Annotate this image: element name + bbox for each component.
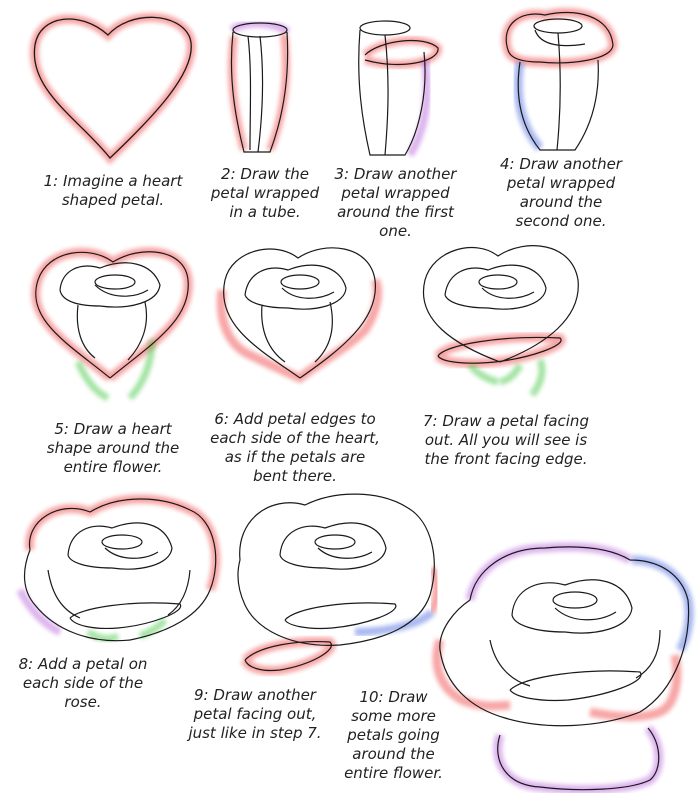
- step-8-drawing: [20, 499, 216, 641]
- step-caption-line: 9: Draw another: [180, 686, 330, 705]
- heart-petal-outline: [34, 17, 191, 158]
- step-10-drawing: [437, 547, 689, 790]
- step-caption-line: each side of the heart,: [200, 429, 390, 448]
- step-caption-line: 6: Add petal edges to: [200, 410, 390, 429]
- step-caption-line: 2: Draw the: [210, 165, 320, 184]
- step-9-drawing: [238, 494, 437, 670]
- step-2-drawing: [231, 23, 288, 152]
- step-caption-line: some more: [336, 707, 451, 726]
- step-caption-line: the front facing edge.: [406, 450, 606, 469]
- step-6-drawing: [221, 248, 377, 378]
- step-7-drawing: [423, 246, 578, 395]
- step-caption-line: just like in step 7.: [180, 724, 330, 743]
- step-caption-line: 3: Draw another: [323, 165, 468, 184]
- step-caption-line: one.: [323, 222, 468, 241]
- step-caption-line: around the first: [323, 203, 468, 222]
- step-caption-line: shape around the: [38, 439, 188, 458]
- step-caption-line: petals going: [336, 726, 451, 745]
- step-caption-line: 7: Draw a petal facing: [406, 412, 606, 431]
- step-caption-line: entire flower.: [336, 764, 451, 783]
- step-caption-line: each side of the: [8, 674, 158, 693]
- step-caption-line: rose.: [8, 693, 158, 712]
- step-caption-line: 8: Add a petal on: [8, 655, 158, 674]
- step-caption-line: petal wrapped: [486, 174, 636, 193]
- step-5-drawing: [36, 252, 189, 398]
- step-caption-line: 5: Draw a heart: [38, 420, 188, 439]
- step-1-drawing: [34, 17, 191, 158]
- step-caption-line: around the: [336, 745, 451, 764]
- step-3-drawing: [359, 21, 438, 155]
- step-caption-line: out. All you will see is: [406, 431, 606, 450]
- step-caption-line: in a tube.: [210, 203, 320, 222]
- step-caption-line: petal wrapped: [323, 184, 468, 203]
- heart-petal-highlight: [34, 17, 191, 158]
- step-caption-line: 10: Draw: [336, 688, 451, 707]
- step-caption-line: 4: Draw another: [486, 155, 636, 174]
- step-caption-line: second one.: [486, 212, 636, 231]
- step-caption-line: as if the petals are: [200, 448, 390, 467]
- step-caption-line: bent there.: [200, 467, 390, 486]
- step-4-drawing: [506, 13, 613, 150]
- step-caption-line: petal facing out,: [180, 705, 330, 724]
- step-caption-line: shaped petal.: [38, 191, 188, 210]
- step-caption-line: petal wrapped: [210, 184, 320, 203]
- step-caption-line: around the: [486, 193, 636, 212]
- step-caption-line: entire flower.: [38, 458, 188, 477]
- step-caption-line: 1: Imagine a heart: [38, 172, 188, 191]
